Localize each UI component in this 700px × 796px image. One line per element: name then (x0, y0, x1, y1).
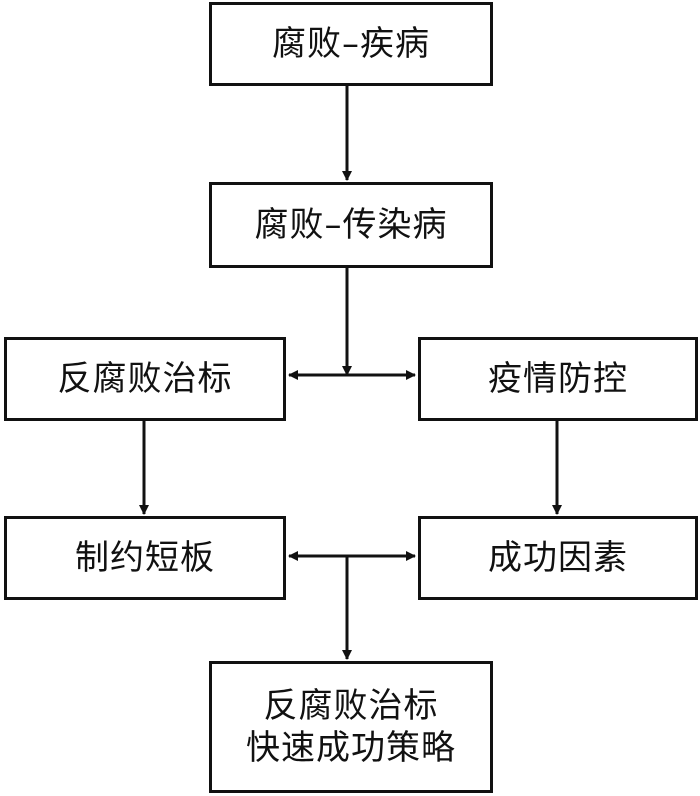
node-label-line-2: 快速成功策略 (246, 728, 456, 768)
node-anti-corruption-symptoms: 反腐败治标 (4, 337, 286, 421)
node-epidemic-control: 疫情防控 (418, 337, 698, 421)
node-corruption-disease: 腐败–疾病 (209, 2, 493, 86)
node-label-line-1: 反腐败治标 (263, 685, 439, 726)
node-success-factors: 成功因素 (418, 516, 698, 600)
node-label: 成功因素 (488, 537, 628, 578)
node-label: 制约短板 (75, 537, 215, 578)
node-label: 腐败–疾病 (272, 23, 430, 64)
node-quick-success-strategy: 反腐败治标 快速成功策略 (209, 661, 493, 793)
node-corruption-infectious-disease: 腐败–传染病 (209, 182, 493, 268)
node-label: 疫情防控 (488, 358, 628, 399)
node-label: 腐败–传染病 (254, 204, 448, 245)
node-label: 反腐败治标 (57, 358, 233, 399)
node-constraint-shortboard: 制约短板 (4, 516, 286, 600)
